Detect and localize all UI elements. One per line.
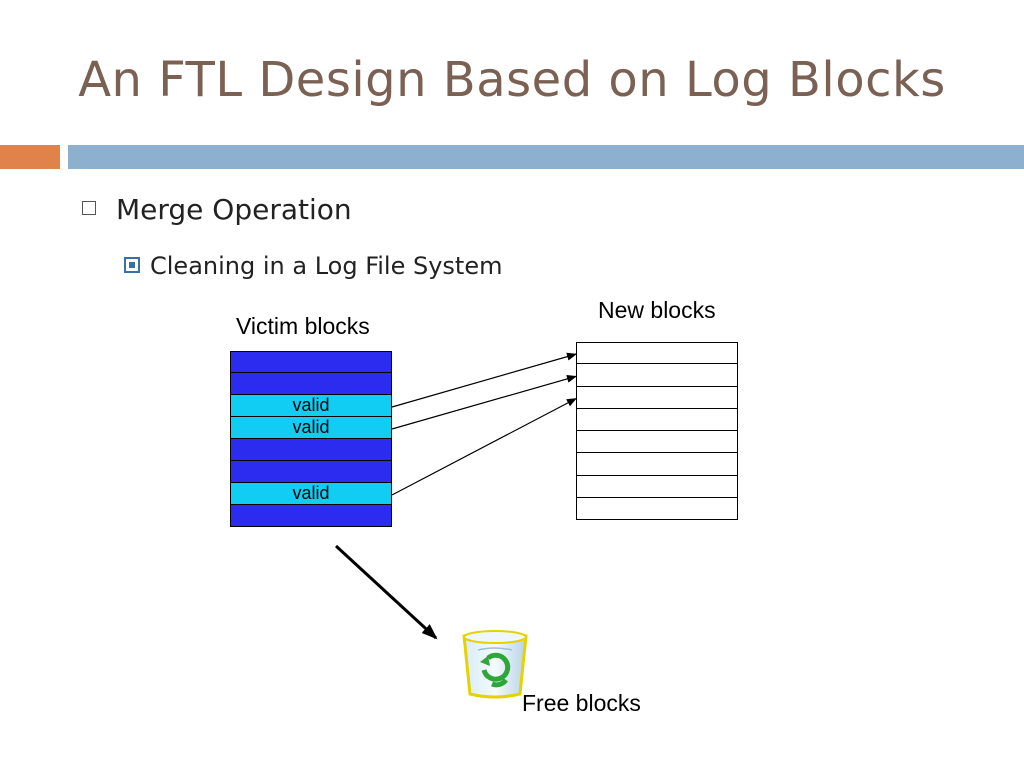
new-blocks [576, 342, 738, 520]
new-page [576, 497, 738, 520]
invalid-page [230, 505, 392, 527]
victim-blocks-label: Victim blocks [236, 313, 370, 339]
new-page [576, 453, 738, 476]
move-arrow [391, 375, 577, 430]
valid-page: valid [230, 483, 392, 505]
valid-page: valid [230, 417, 392, 439]
move-arrow [391, 352, 577, 408]
new-page [576, 386, 738, 409]
move-arrow [391, 398, 577, 496]
bullet-level-1-text: Merge Operation [116, 193, 352, 226]
square-bullet-icon [82, 201, 96, 215]
invalid-page [230, 439, 392, 461]
filled-square-bullet-icon [124, 257, 140, 273]
invalid-page [230, 373, 392, 395]
bullet-level-2-text: Cleaning in a Log File System [150, 252, 503, 280]
free-blocks-label: Free blocks [522, 690, 641, 716]
invalid-page [230, 461, 392, 483]
valid-page: valid [230, 395, 392, 417]
bullet-level-2: Cleaning in a Log File System [124, 252, 502, 280]
recycle-bin-icon [462, 630, 528, 699]
new-page [576, 408, 738, 431]
title-accent-bar-orange [0, 145, 60, 169]
reclaim-arrow [334, 544, 438, 640]
new-page [576, 431, 738, 454]
bullet-level-1: Merge Operation [82, 193, 352, 226]
slide-title: An FTL Design Based on Log Blocks [78, 52, 946, 108]
invalid-page [230, 351, 392, 373]
new-page [576, 475, 738, 498]
title-accent-bar-blue [68, 145, 1024, 169]
new-blocks-label: New blocks [598, 297, 716, 323]
